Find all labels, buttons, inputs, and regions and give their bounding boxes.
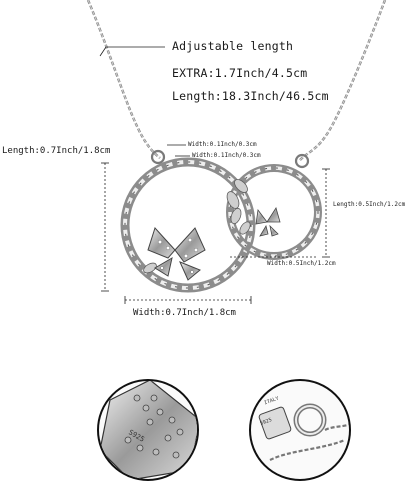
chain-left [86,0,161,159]
jump-ring-right [294,153,310,169]
small-ring-length-label: Length:0.5Inch/1.2cm [333,201,406,208]
pendant-width-label: Width:0.7Inch/1.8cm [133,308,236,318]
extra-length-label: EXTRA:1.7Inch/4.5cm [172,66,308,80]
butterfly-small [255,207,281,237]
jump-ring-left [150,149,166,165]
detail-pendant-closeup [97,379,199,481]
ring-width-label-2: Width:0.1Inch/0.3cm [192,152,261,159]
chain-length-label: Length:18.3Inch/46.5cm [172,89,329,103]
adjustable-length-label: Adjustable length [172,39,294,53]
pendant-length-label: Length:0.7Inch/1.8cm [2,146,111,156]
leaf-vine [143,179,251,274]
pendant-small-ring [226,164,322,260]
pendant-large-ring [120,157,256,293]
ring-width-label-1: Width:0.1Inch/0.3cm [188,141,257,148]
dimension-lines [99,46,330,304]
chain-right [299,0,387,161]
detail-clasp-closeup [249,379,351,481]
butterfly-large [147,227,206,281]
small-ring-width-label: Width:0.5Inch/1.2cm [267,260,336,267]
